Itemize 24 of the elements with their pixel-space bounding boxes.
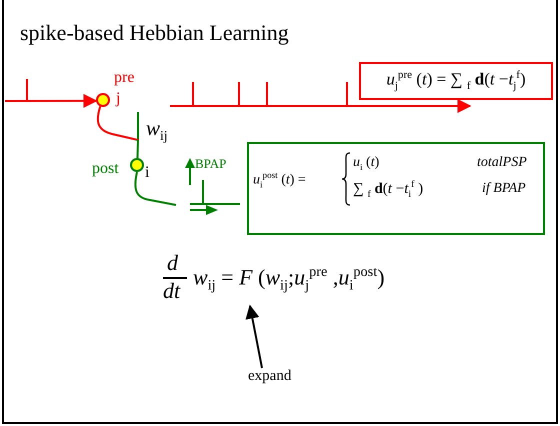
fraction-text: dt [163,278,180,304]
arrow [246,304,263,368]
formula-text: u$_{i}$$^{post}$ (t) = [253,170,306,190]
arrow [5,94,98,108]
formula-box [359,62,553,100]
neuron-label: i [145,164,150,182]
neuron-soma [130,158,144,172]
signal-label: BPAP [195,156,226,172]
neuron-soma [96,93,110,107]
equation-text: w$_{ij}$ = F (w$_{ij}$;u$_{j}$$^{pre}$ ,u$_{i}$$^{post}$) [193,264,385,295]
formula-text: u$_{j}$$^{pre}$ (t) = ∑ $_{f}$ d(t −t$_{j}$$^{f}$) [386,69,526,93]
neuron-label: pre [114,69,134,87]
formula-case-text: ∑ $_{f}$ d(t −t$_{i}$$^{f}$ ) [353,179,424,200]
formula-case-text: totalPSP [477,155,527,171]
annotation-text: expand [248,368,292,385]
fraction-text: d [167,250,178,276]
axon-line [96,106,139,158]
weight-label: w$_{ij}$ [146,116,168,144]
neuron-label: j [116,90,120,108]
formula-box [247,142,545,235]
neuron-label: post [92,160,119,178]
formula-case-text: u$_{i}$ (t) [353,155,380,172]
formula-case-text: if BPAP [482,181,526,197]
title: spike-based Hebbian Learning [20,20,289,46]
